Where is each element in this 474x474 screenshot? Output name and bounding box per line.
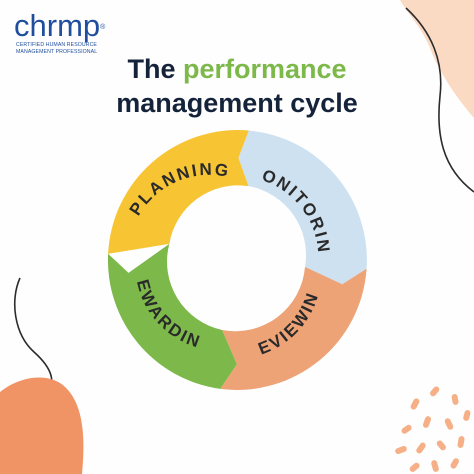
segment-shape-rewarding	[107, 243, 237, 389]
bottom-left-blob	[0, 377, 84, 474]
bottom-right-dashes	[395, 386, 471, 472]
title-accent: performance	[182, 54, 347, 84]
title-prefix: The	[127, 54, 183, 84]
brand-wordmark: chrmp®	[14, 10, 124, 42]
brand-logo: chrmp® CERTIFIED HUMAN RESOURCE MANAGEME…	[14, 10, 124, 55]
top-right-outline-curve	[405, 7, 474, 193]
segment-shape-planning	[108, 130, 249, 254]
brand-subtitle-line2: MANAGEMENT PROFESSIONAL	[16, 48, 98, 55]
title-line1: The performance	[0, 52, 474, 86]
brand-name: chrmp	[14, 8, 101, 43]
segment-shape-monitoring	[238, 130, 367, 285]
page-title: The performance management cycle	[0, 52, 474, 120]
brand-subtitle-line1: CERTIFIED HUMAN RESOURCE	[16, 42, 97, 48]
segment-shape-reviewing	[220, 266, 367, 390]
title-line2: management cycle	[116, 88, 358, 118]
cycle-segment-planning: PLANNING	[108, 130, 249, 254]
top-right-blob	[400, 0, 474, 118]
registered-mark: ®	[100, 24, 106, 31]
